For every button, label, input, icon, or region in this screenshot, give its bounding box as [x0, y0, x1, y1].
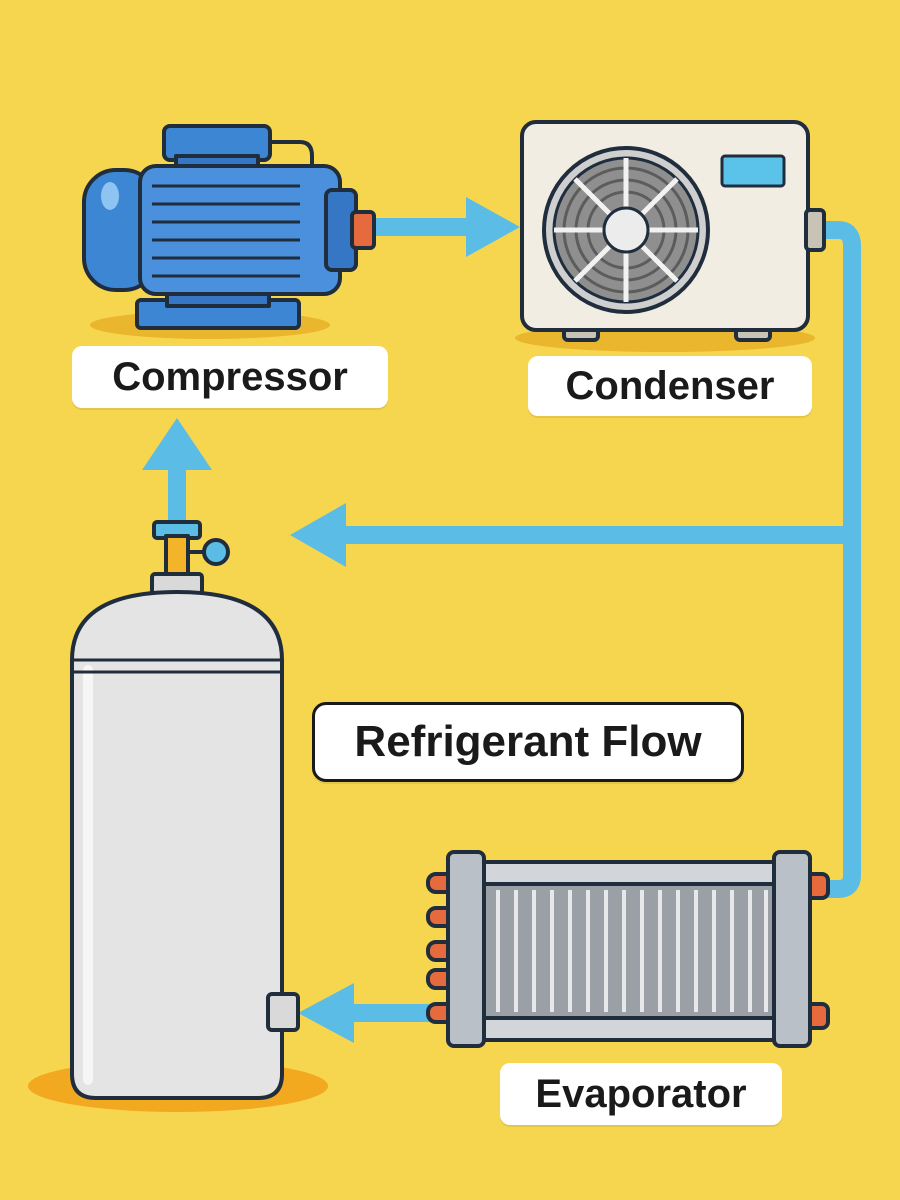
pipe-condenser-outlet	[822, 221, 861, 898]
arrow-to-condenser	[466, 197, 520, 257]
arrow-to-tank	[298, 983, 354, 1043]
flow-pipes	[168, 218, 861, 1022]
flow-arrows	[142, 197, 520, 1043]
evaporator-label: Evaporator	[500, 1063, 782, 1125]
diagram-title: Refrigerant Flow	[312, 702, 744, 782]
arrow-return-left	[290, 503, 346, 567]
evaporator-icon	[426, 850, 830, 1048]
tank-icon	[28, 520, 328, 1112]
condenser-label: Condenser	[528, 356, 812, 416]
compressor-icon	[82, 124, 376, 339]
arrow-to-compressor	[142, 418, 212, 470]
condenser-icon	[515, 120, 826, 352]
compressor-label: Compressor	[72, 346, 388, 408]
